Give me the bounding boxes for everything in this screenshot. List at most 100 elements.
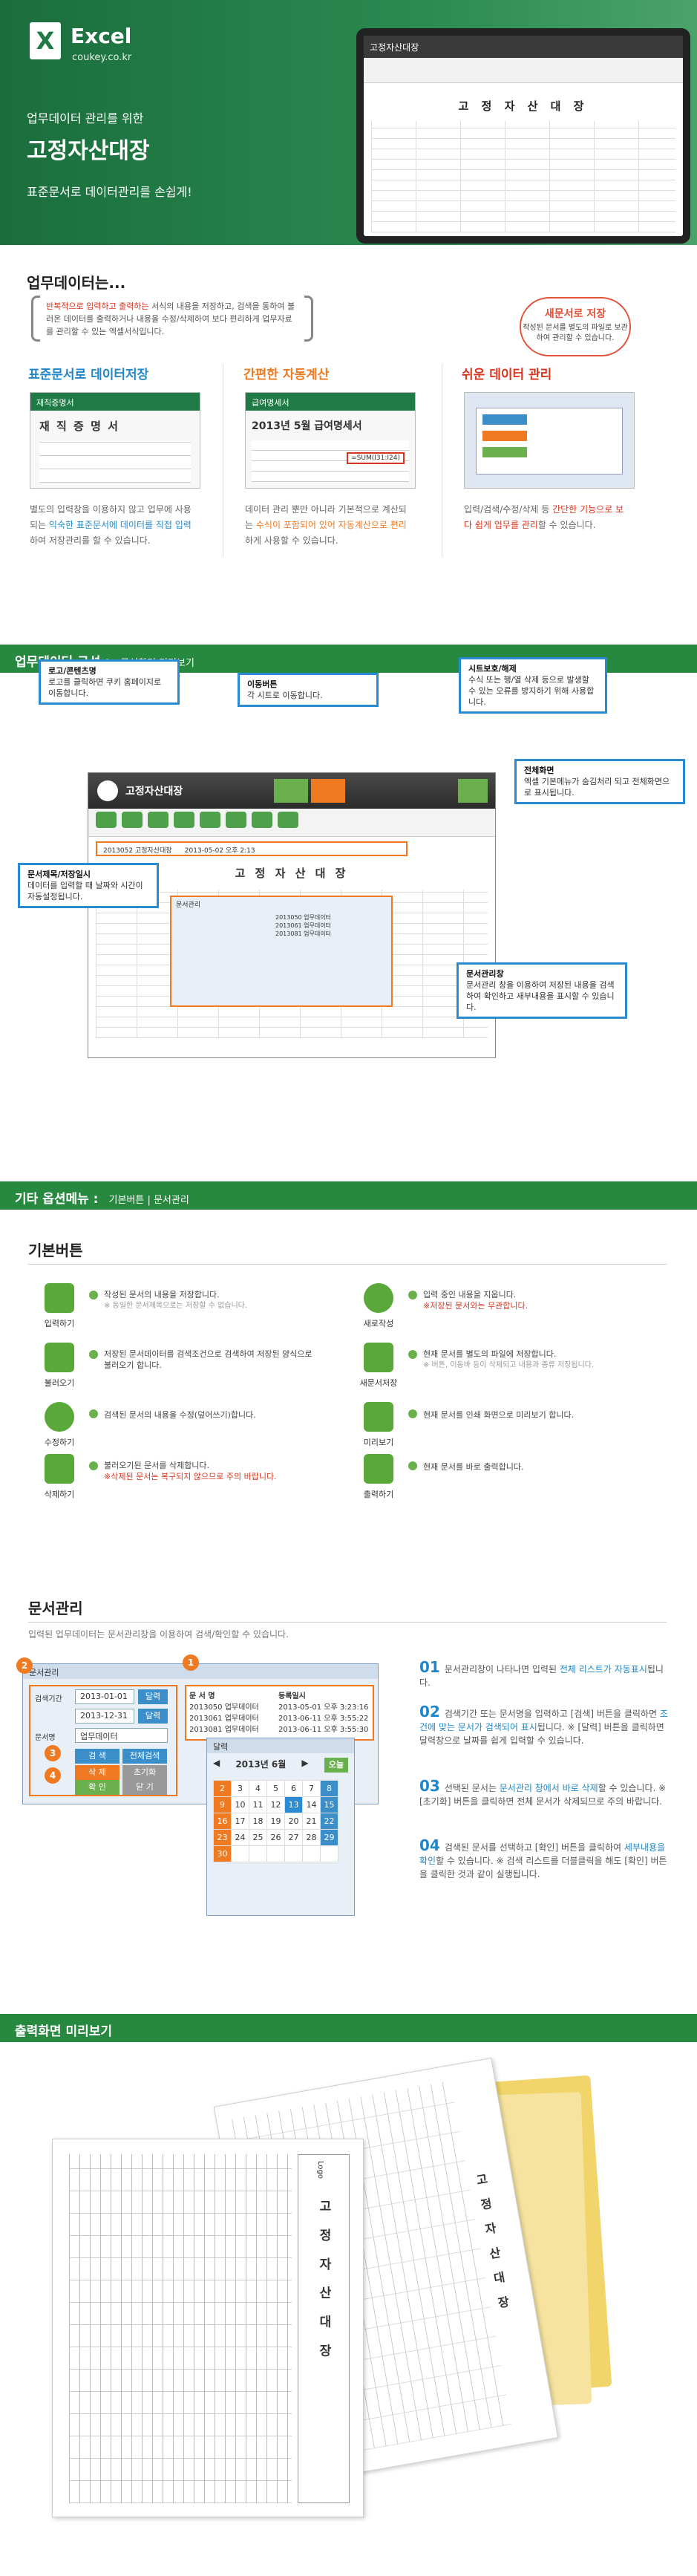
- day[interactable]: [302, 1845, 321, 1862]
- list-item[interactable]: 2013050 업무데이터: [275, 914, 331, 921]
- tool-pencil-icon[interactable]: [96, 812, 117, 828]
- date-from-input[interactable]: 2013-01-01: [75, 1689, 134, 1704]
- day-selected[interactable]: 13: [284, 1796, 303, 1813]
- card-btn: [482, 414, 527, 425]
- printer-icon[interactable]: [364, 1454, 393, 1484]
- arrow-icon: [89, 1461, 98, 1470]
- day[interactable]: 5: [266, 1780, 285, 1797]
- day[interactable]: 21: [302, 1813, 321, 1830]
- tool-refresh-icon[interactable]: [200, 812, 220, 828]
- doc-manager-title: 문서관리: [176, 901, 201, 909]
- date-to-input[interactable]: 2013-12-31: [75, 1709, 134, 1724]
- btn-label: 수정하기: [44, 1438, 75, 1447]
- day[interactable]: 23: [213, 1829, 232, 1846]
- btn-text: 입력 중인 내용을 지웁니다.: [423, 1290, 517, 1300]
- day[interactable]: 26: [266, 1829, 285, 1846]
- day[interactable]: 11: [249, 1796, 267, 1813]
- day[interactable]: 12: [266, 1796, 285, 1813]
- step-highlight: 문서관리 창에서 바로 삭제: [499, 1783, 598, 1793]
- doc-mgmt-title: 문서관리: [28, 1600, 83, 1617]
- config-screenshot: 고정자산대장 2013052 고정자산대장 2013-05-02 오후 2:13…: [88, 772, 496, 1058]
- app-logo-icon: [97, 780, 118, 801]
- refresh-icon[interactable]: [364, 1283, 393, 1313]
- day[interactable]: 2: [213, 1780, 232, 1797]
- monitor-icon[interactable]: [364, 1402, 393, 1432]
- doc-name-input[interactable]: 업무데이터: [75, 1728, 168, 1743]
- download-icon[interactable]: [45, 1343, 74, 1372]
- day[interactable]: 28: [302, 1829, 321, 1846]
- bubble-title: 새문서로 저장: [544, 308, 606, 320]
- ok-button[interactable]: 확 인: [75, 1780, 120, 1795]
- day[interactable]: [266, 1845, 285, 1862]
- pencil-icon[interactable]: [45, 1283, 74, 1313]
- day[interactable]: 7: [302, 1780, 321, 1797]
- cycle-icon[interactable]: [45, 1402, 74, 1432]
- day[interactable]: 20: [284, 1813, 303, 1830]
- step-tail: 할 수 있습니다. ※ [초기화] 버튼을 클릭하면 전체 문서가 삭제되므로 …: [419, 1783, 667, 1807]
- monitor-toolbar: [364, 58, 683, 83]
- delete-button[interactable]: 삭 제: [75, 1765, 120, 1780]
- day[interactable]: 4: [249, 1780, 267, 1797]
- list-item[interactable]: 2013061 업무데이터: [275, 922, 331, 929]
- day[interactable]: 18: [249, 1813, 267, 1830]
- btn-desc: 입력 중인 내용을 지웁니다.※저장된 문서와는 무관합니다.: [423, 1289, 661, 1311]
- day[interactable]: [284, 1845, 303, 1862]
- prev-month-icon[interactable]: ◀: [213, 1758, 220, 1768]
- monitor-app-bar: 고정자산대장: [364, 36, 683, 58]
- save-icon[interactable]: [364, 1343, 393, 1372]
- day[interactable]: 15: [320, 1796, 338, 1813]
- day[interactable]: 30: [213, 1845, 232, 1862]
- day[interactable]: [231, 1845, 249, 1862]
- day[interactable]: 10: [231, 1796, 249, 1813]
- close-button[interactable]: 닫 기: [122, 1780, 167, 1795]
- tool-cycle-icon[interactable]: [148, 812, 168, 828]
- search-button[interactable]: 검 색: [75, 1749, 120, 1764]
- next-month-icon[interactable]: ▶: [301, 1758, 309, 1768]
- day[interactable]: 14: [302, 1796, 321, 1813]
- day[interactable]: [320, 1845, 338, 1862]
- calendar-button[interactable]: 달력: [138, 1689, 168, 1704]
- tool-printer-icon[interactable]: [278, 812, 298, 828]
- day[interactable]: 27: [284, 1829, 303, 1846]
- day[interactable]: 9: [213, 1796, 232, 1813]
- day[interactable]: 19: [266, 1813, 285, 1830]
- search-all-button[interactable]: 전체검색: [122, 1749, 167, 1764]
- reset-button[interactable]: 초기화: [122, 1765, 167, 1780]
- tool-monitor-icon[interactable]: [252, 812, 272, 828]
- callout-desc: 문서관리 창을 이용하여 저장된 내용을 검색하여 확인하고 새부내용을 표시할…: [466, 980, 615, 1012]
- calendar-button[interactable]: 달력: [138, 1709, 168, 1724]
- day[interactable]: 24: [231, 1829, 249, 1846]
- today-button[interactable]: 오늘: [324, 1758, 348, 1773]
- monitor-mockup: 고정자산대장 고 정 자 산 대 장: [356, 28, 690, 244]
- btn-desc: 작성된 문서의 내용을 저장합니다.※ 동일한 문서제목으로는 저장할 수 없습…: [104, 1289, 349, 1311]
- trash-icon[interactable]: [45, 1454, 74, 1484]
- tool-download-icon[interactable]: [122, 812, 143, 828]
- desc-part: 하게 사용할 수 있습니다.: [245, 535, 338, 546]
- list-item[interactable]: 2013081 업무데이터: [275, 930, 331, 937]
- day[interactable]: 8: [320, 1780, 338, 1797]
- print-header-col: Logo 고 정 자 산 대 장: [298, 2154, 350, 2503]
- card-grid: =SUM(I31:I24): [252, 440, 409, 482]
- day[interactable]: 22: [320, 1813, 338, 1830]
- step-number: 01: [419, 1658, 440, 1676]
- feature-desc-standard: 별도의 입력창을 이용하지 않고 업무에 사용되는 익숙한 표준문서에 데이터를…: [30, 502, 193, 549]
- desc-part: 하여 저장관리를 할 수 있습니다.: [30, 535, 151, 546]
- desc-part: 할 수 있습니다.: [537, 520, 596, 530]
- day[interactable]: 17: [231, 1813, 249, 1830]
- tool-save-icon[interactable]: [226, 812, 246, 828]
- day[interactable]: 6: [284, 1780, 303, 1797]
- tool-trash-icon[interactable]: [174, 812, 194, 828]
- day[interactable]: 16: [213, 1813, 232, 1830]
- calendar-month: 2013년 6월: [235, 1759, 287, 1770]
- sheet-protect-button[interactable]: [458, 779, 488, 803]
- move-button[interactable]: [274, 779, 308, 803]
- day[interactable]: 29: [320, 1829, 338, 1846]
- day[interactable]: 25: [249, 1829, 267, 1846]
- day[interactable]: [249, 1845, 267, 1862]
- day[interactable]: 3: [231, 1780, 249, 1797]
- move-button[interactable]: [311, 779, 345, 803]
